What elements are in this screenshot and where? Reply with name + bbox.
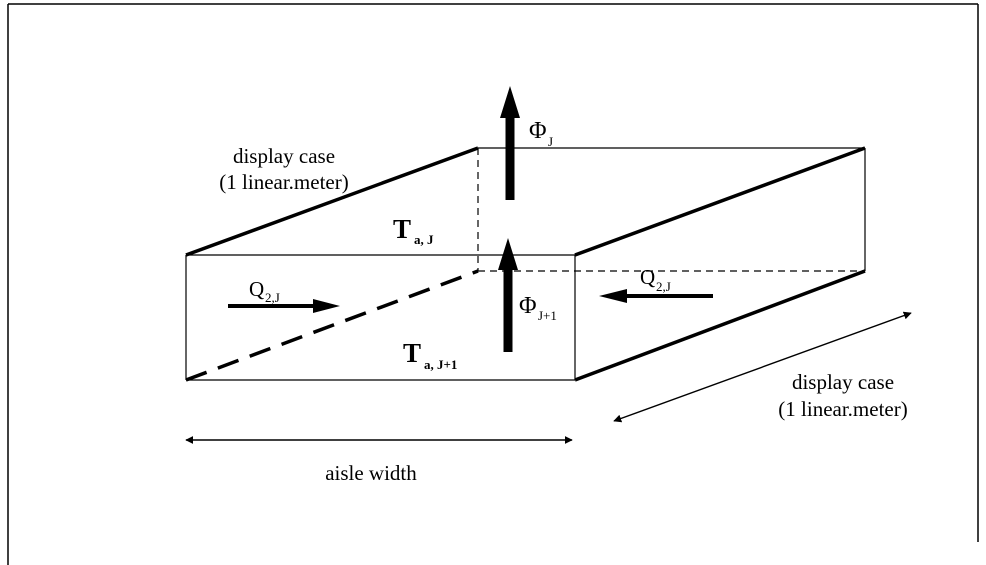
right-display-case-bottom-edge (574, 269, 866, 382)
left-display-case-top-edge (185, 146, 479, 257)
phi-mid-symbol: Φ (519, 293, 537, 319)
diagram-frame (7, 3, 979, 565)
aisle-width-label: aisle width (325, 461, 417, 485)
q-right-arrow (599, 289, 713, 303)
phi-top-arrow (500, 86, 520, 200)
phi-top-symbol: Φ (529, 118, 547, 144)
phi-mid-subscript: J+1 (538, 308, 557, 323)
left-display-case-bottom-hidden-edge (185, 269, 479, 382)
t-upper-symbol: T (393, 214, 411, 244)
display-case-left-label-line2: (1 linear.meter) (219, 170, 348, 194)
phi-mid-arrow (498, 238, 518, 352)
t-lower-subscript: a, J+1 (424, 357, 457, 372)
right-display-case-top-edge (574, 146, 866, 257)
display-case-depth-dimension-arrow (613, 311, 912, 423)
q-left-subscript: 2,J (265, 290, 280, 305)
q-left-symbol: Q (249, 277, 264, 301)
q-right-symbol: Q (640, 265, 655, 289)
q-left-arrow (228, 299, 340, 313)
phi-top-subscript: J (548, 134, 553, 149)
display-case-right-label-line1: display case (792, 370, 894, 394)
t-lower-symbol: T (403, 338, 421, 368)
q-right-subscript: 2,J (656, 279, 671, 294)
display-case-left-label-line1: display case (233, 144, 335, 168)
t-upper-subscript: a, J (414, 232, 434, 247)
display-case-right-label-line2: (1 linear.meter) (778, 397, 907, 421)
